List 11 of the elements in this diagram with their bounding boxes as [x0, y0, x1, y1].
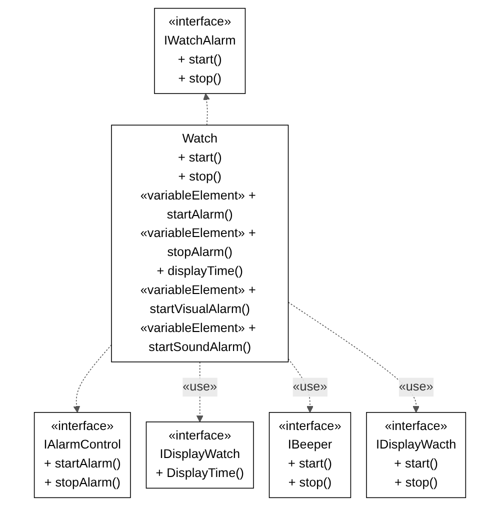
node-box: Watch + start() + stop() «variableElement» + startAlarm() «variableElement» + stopAlarm() + displayTime() «variableElement» + startVisualAlarm() «variableElement» + startSoundAlarm() [111, 124, 289, 362]
edge-label: «use» [398, 380, 434, 394]
node-box: «interface» IDisplayWacth + start() + stop() [366, 412, 466, 498]
arrow [203, 93, 210, 126]
edge-label: «use» [182, 380, 218, 394]
arrow [73, 344, 112, 413]
node-box: «interface» IDisplayWatch + DisplayTime() [146, 422, 254, 489]
node-box: «interface» IBeeper + start() + stop() [268, 412, 352, 498]
node-box: «interface» IAlarmControl + startAlarm() + stopAlarm() [34, 412, 131, 498]
edge-label: «use» [292, 380, 328, 394]
node-box: «interface» IWatchAlarm + start() + stop() [154, 8, 246, 94]
